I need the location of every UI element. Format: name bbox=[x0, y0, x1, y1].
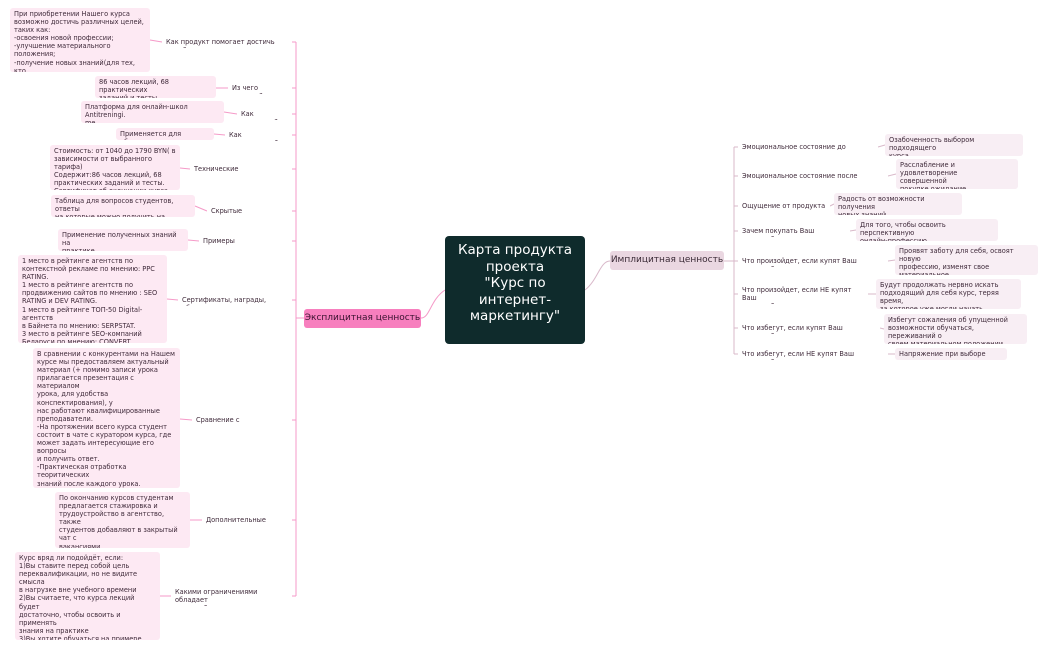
right-answer-if-not-buy[interactable]: Будут продолжать нервно искать подходящи… bbox=[876, 279, 1021, 309]
left-answer-specs[interactable]: Стоимость: от 1040 до 1790 BYN( в зависи… bbox=[50, 145, 180, 190]
left-answer-goal[interactable]: При приобретении Нашего курса возможно д… bbox=[10, 8, 150, 72]
connector-left-leaf bbox=[223, 111, 238, 115]
right-answer-avoid-if-not-buy[interactable]: Напряжение при выборе курса bbox=[895, 348, 1007, 360]
left-question-examples[interactable]: Примеры использования. bbox=[199, 235, 292, 247]
left-question-limitations[interactable]: Какими ограничениями обладает продукт? bbox=[171, 586, 292, 606]
connector-left-leaf bbox=[179, 167, 191, 170]
left-answer-competitors[interactable]: В сравнении с конкурентами на Нашем курс… bbox=[33, 348, 180, 488]
connector-center-right bbox=[584, 260, 611, 291]
left-answer-certificates[interactable]: 1 место в рейтинге агентств по контекстн… bbox=[18, 255, 167, 343]
left-answer-usage[interactable]: Применяется для обучения bbox=[116, 128, 214, 140]
left-question-certificates[interactable]: Сертификаты, награды, обзоры. bbox=[178, 294, 292, 306]
right-question-avoid-if-buy[interactable]: Что избегут, если купят Ваш продукт? bbox=[738, 322, 880, 334]
right-answer-emotion-after[interactable]: Расслабление и удовлетворение совершенно… bbox=[896, 159, 1018, 189]
left-answer-hidden[interactable]: Таблица для вопросов студентов, ответы н… bbox=[51, 195, 195, 217]
right-question-if-buy[interactable]: Что произойдет, если купят Ваш продукт? bbox=[738, 255, 888, 267]
connector-left-leaf bbox=[149, 39, 163, 43]
connector-left-leaf bbox=[166, 298, 179, 301]
right-question-if-not-buy[interactable]: Что произойдет, если НЕ купят Ваш продук… bbox=[738, 284, 868, 304]
right-answer-if-buy[interactable]: Проявят заботу для себя, освоят новую пр… bbox=[895, 245, 1038, 275]
right-answer-emotion-before[interactable]: Озабоченность выбором подходящего курса bbox=[885, 134, 1023, 156]
right-answer-why-buy[interactable]: Для того, чтобы освоить перспективную он… bbox=[856, 219, 998, 241]
left-question-competitors[interactable]: Сравнение с конкурентами. bbox=[192, 414, 292, 426]
left-question-look[interactable]: Как выглядит? bbox=[237, 108, 292, 120]
left-question-composition[interactable]: Из чего состоит? bbox=[228, 82, 292, 94]
connector-right-leaf bbox=[877, 144, 886, 148]
main-topic-implicit-value[interactable]: Имплицитная ценность bbox=[610, 251, 724, 270]
right-question-emotion-before[interactable]: Эмоциональное состояние до покупки bbox=[738, 141, 878, 153]
left-question-hidden[interactable]: Скрытые возможности. bbox=[207, 205, 292, 217]
left-answer-composition[interactable]: 86 часов лекций, 68 практических заданий… bbox=[95, 76, 216, 98]
main-topic-explicit-value[interactable]: Эксплицитная ценность bbox=[304, 309, 421, 328]
right-question-feeling[interactable]: Ощущение от продукта bbox=[738, 200, 830, 212]
left-question-options[interactable]: Дополнительные опции. bbox=[202, 514, 292, 526]
connector-right-leaf bbox=[887, 259, 896, 262]
central-topic[interactable]: Карта продукта проекта "Курс по интернет… bbox=[445, 236, 585, 344]
right-question-emotion-after[interactable]: Эмоциональное состояние после покупки bbox=[738, 170, 888, 182]
connector-right-leaf bbox=[829, 203, 835, 207]
left-answer-examples[interactable]: Применение полученных знаний на практике… bbox=[58, 229, 188, 251]
connector-left-leaf bbox=[194, 205, 208, 212]
left-answer-look[interactable]: Платформа для онлайн-школ Antitreningi. … bbox=[81, 101, 224, 123]
connector-left-leaf bbox=[187, 239, 200, 242]
connector-right-leaf bbox=[879, 327, 885, 330]
connector-right-leaf bbox=[887, 173, 897, 177]
left-answer-options[interactable]: По окончанию курсов студентам предлагает… bbox=[55, 492, 190, 548]
right-question-why-buy[interactable]: Зачем покупать Ваш продукт? bbox=[738, 225, 850, 237]
right-question-avoid-if-not-buy[interactable]: Что избегут, если НЕ купят Ваш продукт? bbox=[738, 348, 888, 360]
left-question-goal[interactable]: Как продукт помогает достичь цели? bbox=[162, 36, 292, 48]
connector-center-left bbox=[420, 289, 446, 319]
right-answer-avoid-if-buy[interactable]: Избегут сожаления об упущенной возможнос… bbox=[884, 314, 1027, 344]
connector-left-leaf bbox=[179, 418, 193, 421]
left-answer-limitations[interactable]: Курс вряд ли подойдёт, если: 1)Вы ставит… bbox=[15, 552, 160, 640]
left-question-usage[interactable]: Как применяется? bbox=[225, 129, 292, 141]
right-answer-feeling[interactable]: Радость от возможности получения новых з… bbox=[834, 193, 962, 215]
left-question-specs[interactable]: Технические характеристики. bbox=[190, 163, 292, 175]
connector-left-leaf bbox=[213, 133, 226, 136]
connector-right-leaf bbox=[849, 229, 857, 232]
